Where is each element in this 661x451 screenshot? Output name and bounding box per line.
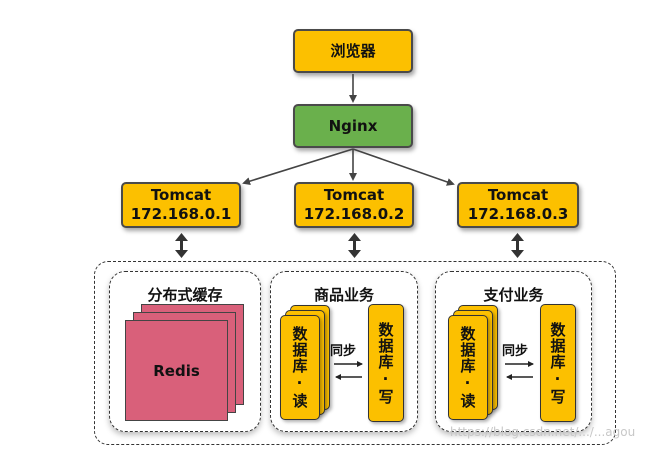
goods-sync-label: 同步: [330, 344, 357, 359]
double-arrow-2: [348, 233, 361, 258]
double-arrow-1: [175, 233, 188, 258]
watermark: https://blog.csdn.net/.../...agou: [450, 425, 636, 439]
browser-node: 浏览器: [293, 29, 413, 73]
arrow-nginx-tomcat-1: [242, 148, 354, 186]
goods-db-read: 数据库·读: [280, 315, 320, 420]
pay-db-read: 数据库·读: [448, 315, 488, 420]
cache-panel-title: 分布式缓存: [147, 286, 223, 304]
goods-db-write-label: 数据库·写: [376, 321, 395, 405]
nginx-node: Nginx: [293, 104, 413, 148]
pay-db-write: 数据库·写: [540, 304, 576, 422]
tomcat-node-2: Tomcat 172.168.0.2: [294, 182, 414, 228]
pay-db-read-label: 数据库·读: [458, 326, 477, 409]
tomcat-1-ip: 172.168.0.1: [130, 205, 232, 223]
tomcat-3-name: Tomcat: [487, 186, 549, 204]
tomcat-2-name: Tomcat: [323, 186, 385, 204]
tomcat-3-ip: 172.168.0.3: [467, 205, 569, 223]
nginx-label: Nginx: [328, 116, 378, 135]
arrow-nginx-tomcat-3: [352, 148, 455, 186]
redis-label: Redis: [153, 361, 200, 380]
redis-card-front: Redis: [125, 320, 228, 421]
tomcat-1-name: Tomcat: [150, 186, 212, 204]
goods-db-write: 数据库·写: [368, 304, 404, 422]
pay-db-write-label: 数据库·写: [548, 321, 567, 405]
browser-label: 浏览器: [330, 41, 376, 60]
double-arrow-3: [511, 233, 524, 258]
tomcat-node-3: Tomcat 172.168.0.3: [457, 182, 579, 228]
tomcat-2-ip: 172.168.0.2: [303, 205, 405, 223]
pay-sync-label: 同步: [502, 344, 529, 359]
goods-panel-title: 商品业务: [313, 286, 374, 304]
tomcat-node-1: Tomcat 172.168.0.1: [121, 182, 241, 228]
pay-panel-title: 支付业务: [483, 286, 544, 304]
goods-db-read-label: 数据库·读: [290, 326, 309, 409]
